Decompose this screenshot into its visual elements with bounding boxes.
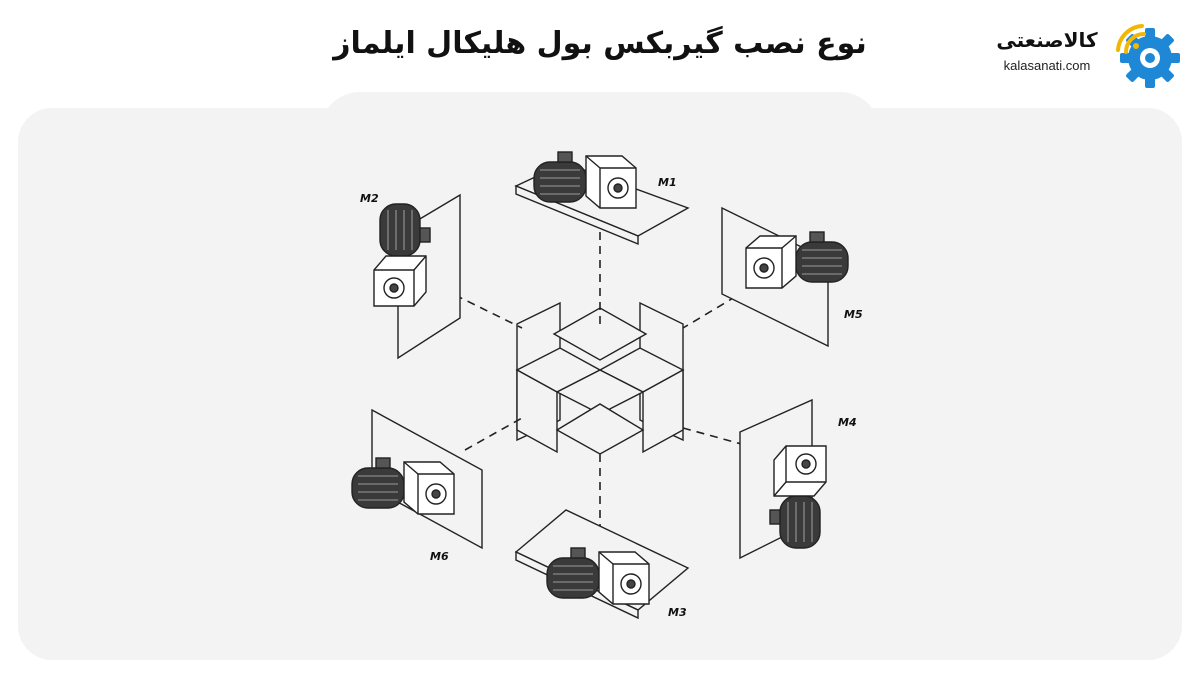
- label-m6: M6: [430, 550, 449, 563]
- logo-text: کالاصنعتی: [996, 28, 1098, 52]
- brand-logo[interactable]: کالاصنعتی kalasanati.com: [994, 14, 1184, 90]
- gear-wifi-icon: [1116, 24, 1180, 88]
- position-m5: [721, 206, 849, 348]
- page-title: نوع نصب گیربکس بول هلیکال ایلماز: [333, 26, 867, 61]
- label-m1: M1: [658, 176, 677, 189]
- position-m1: [514, 151, 690, 246]
- position-m4: [739, 398, 827, 560]
- position-m6: [351, 408, 483, 550]
- label-m3: M3: [668, 606, 687, 619]
- label-m2: M2: [360, 192, 379, 205]
- center-mount-frame: [515, 301, 685, 455]
- label-m4: M4: [838, 416, 857, 429]
- label-m5: M5: [844, 308, 863, 321]
- position-m3: [514, 509, 690, 620]
- position-m2: [373, 193, 461, 360]
- logo-domain: kalasanati.com: [1003, 58, 1091, 73]
